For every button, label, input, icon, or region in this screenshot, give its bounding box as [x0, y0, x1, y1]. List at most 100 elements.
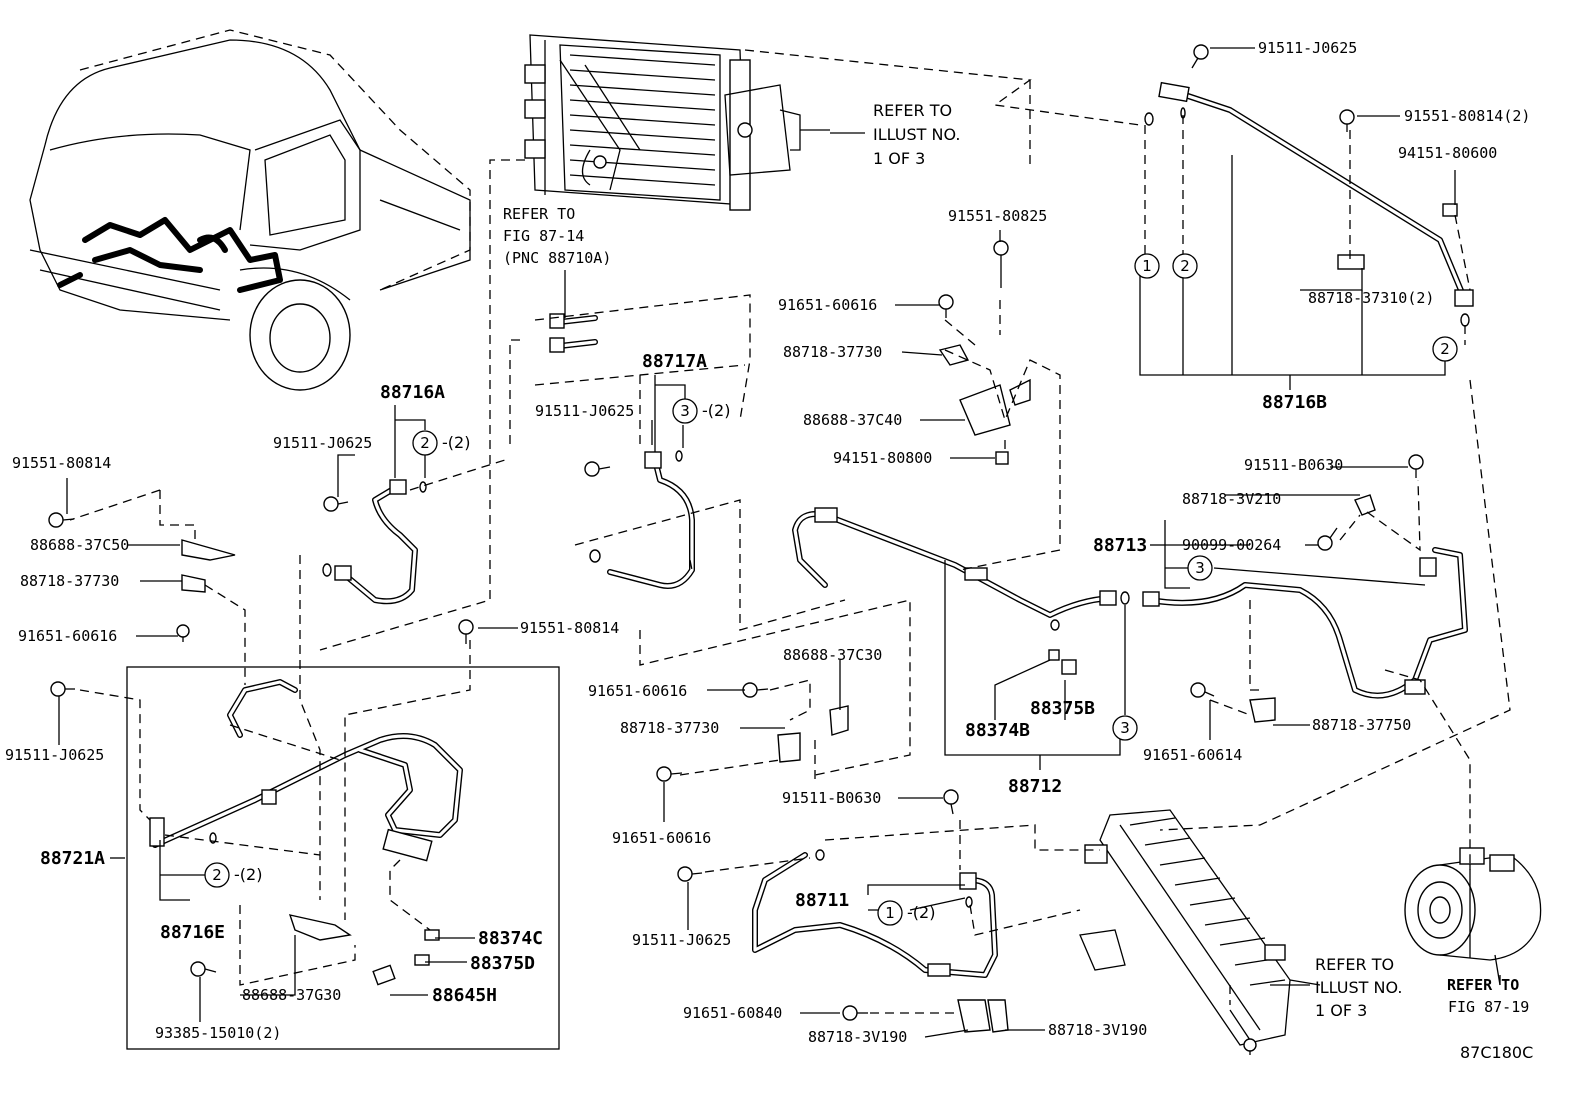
- bolt-icon: [938, 294, 954, 318]
- pipes: [149, 81, 1474, 978]
- part-label-88688-37C40: 88688-37C40: [803, 411, 902, 429]
- callout-1: 1: [1134, 253, 1160, 279]
- condenser-bottom: [1079, 809, 1321, 1055]
- refer-to-fig-87-19: REFER TO FIG 87-19: [1447, 976, 1529, 1016]
- part-label-91551-80814: 91551-80814: [520, 619, 619, 637]
- callout-1: 1: [877, 900, 903, 926]
- leader-lines: [58, 47, 1501, 1038]
- part-label-88688-37G30: 88688-37G30: [242, 986, 341, 1004]
- part-label-91511-J0625: 91511-J0625: [1258, 39, 1357, 57]
- part-label-88375B: 88375B: [1030, 698, 1095, 719]
- bolt-icon: [1339, 109, 1355, 132]
- refer-to-fig-87-14: REFER TO FIG 87-14 (PNC 88710A): [503, 205, 611, 267]
- hardware: [48, 44, 1470, 1033]
- svg-text:1: 1: [885, 904, 895, 922]
- part-label-94151-80800: 94151-80800: [833, 449, 932, 467]
- svg-text:1 OF 3: 1 OF 3: [1315, 1001, 1367, 1020]
- part-label-91511-J0625: 91511-J0625: [535, 402, 634, 420]
- bolt-icon: [323, 496, 349, 512]
- part-label-91511-B0630: 91511-B0630: [1244, 456, 1343, 474]
- svg-text:1: 1: [1142, 257, 1152, 275]
- bolt-icon: [458, 619, 474, 644]
- part-label-88718-37750: 88718-37750: [1312, 716, 1411, 734]
- bolt-icon: [1190, 682, 1215, 698]
- qty-label: -(2): [442, 433, 470, 452]
- part-label-91551-80825: 91551-80825: [948, 207, 1047, 225]
- part-label-88718-3V210: 88718-3V210: [1182, 490, 1281, 508]
- part-label-88718-3V190: 88718-3V190: [1048, 1021, 1147, 1039]
- bolt-icon: [190, 961, 217, 977]
- part-label-94151-80600: 94151-80600: [1398, 144, 1497, 162]
- part-label-88718-37310: 88718-37310(2): [1308, 289, 1434, 307]
- svg-text:2: 2: [1180, 257, 1190, 275]
- callout-2: 2: [1432, 336, 1458, 362]
- bolt-icon: [742, 682, 769, 698]
- svg-text:ILLUST NO.: ILLUST NO.: [1315, 978, 1402, 997]
- part-label-91511-J0625: 91511-J0625: [5, 746, 104, 764]
- qty-label: -(2): [234, 865, 262, 884]
- bolt-icon: [1191, 44, 1209, 69]
- nut-icon: [995, 451, 1009, 465]
- part-label-88721A: 88721A: [40, 848, 105, 869]
- part-label-91651-60614: 91651-60614: [1143, 746, 1242, 764]
- part-label-88718-37730: 88718-37730: [620, 719, 719, 737]
- callout-3: 3: [1187, 555, 1213, 581]
- part-label-88718-37730: 88718-37730: [20, 572, 119, 590]
- bolt-icon: [842, 1005, 868, 1021]
- callout-3: 3: [672, 398, 698, 424]
- bolt-icon: [1408, 454, 1424, 478]
- bolt-icon: [993, 240, 1009, 288]
- part-label-91651-60616: 91651-60616: [18, 627, 117, 645]
- svg-text:ILLUST NO.: ILLUST NO.: [873, 125, 960, 144]
- part-label-88716E: 88716E: [160, 922, 225, 943]
- part-label-88688-37C50: 88688-37C50: [30, 536, 129, 554]
- bolt-icon: [656, 766, 683, 782]
- svg-text:REFER TO: REFER TO: [1315, 955, 1394, 974]
- part-label-88718-37730: 88718-37730: [783, 343, 882, 361]
- part-label-88645H: 88645H: [432, 985, 497, 1006]
- part-label-91651-60616: 91651-60616: [612, 829, 711, 847]
- callout-2: 2: [1172, 253, 1198, 279]
- truck-illustration: [29, 29, 471, 391]
- condenser-top: [524, 34, 830, 211]
- part-label-91511-B0630: 91511-B0630: [782, 789, 881, 807]
- part-label-91551-80814: 91551-80814(2): [1404, 107, 1530, 125]
- svg-text:3: 3: [680, 402, 690, 420]
- part-label-88717A: 88717A: [642, 351, 707, 372]
- svg-text:2: 2: [212, 866, 222, 884]
- bolt-icon: [677, 866, 703, 882]
- reference-lines: [69, 49, 1511, 1014]
- part-label-88374C: 88374C: [478, 928, 543, 949]
- callout-2: 2: [204, 862, 230, 888]
- part-label-88375D: 88375D: [470, 953, 535, 974]
- condenser-bottom-fins: [1129, 817, 1286, 986]
- svg-text:3: 3: [1195, 559, 1205, 577]
- svg-text:REFER TO: REFER TO: [503, 205, 575, 223]
- svg-text:FIG 87-19: FIG 87-19: [1448, 998, 1529, 1016]
- compressor: [1404, 847, 1542, 986]
- qty-label: -(2): [702, 401, 730, 420]
- svg-text:1 OF 3: 1 OF 3: [873, 149, 925, 168]
- part-label-91651-60616: 91651-60616: [588, 682, 687, 700]
- svg-text:3: 3: [1120, 719, 1130, 737]
- bolt-icon: [943, 789, 959, 815]
- part-label-88688-37C30: 88688-37C30: [783, 646, 882, 664]
- svg-text:REFER TO: REFER TO: [1447, 976, 1519, 994]
- part-label-91651-60616: 91651-60616: [778, 296, 877, 314]
- part-label-88711: 88711: [795, 890, 849, 911]
- part-labels: 91511-J0625 91551-80814(2) 94151-80600 8…: [5, 39, 1533, 1062]
- part-label-88712: 88712: [1008, 776, 1062, 797]
- svg-text:(PNC 88710A): (PNC 88710A): [503, 249, 611, 267]
- refer-to-illust-top: REFER TO ILLUST NO. 1 OF 3: [873, 101, 960, 168]
- part-label-88718-3V190: 88718-3V190: [808, 1028, 907, 1046]
- svg-text:REFER TO: REFER TO: [873, 101, 952, 120]
- bolt-icon: [176, 624, 190, 642]
- part-label-91651-60840: 91651-60840: [683, 1004, 782, 1022]
- inset-box-88721A: [126, 666, 560, 1050]
- part-label-88713: 88713: [1093, 535, 1147, 556]
- callouts: 1 2 2 3 -(2) 2 -(2) 3 3 2 -(2) 1 -(2): [204, 253, 1458, 926]
- part-label-93385-15010: 93385-15010(2): [155, 1024, 281, 1042]
- bolt-icon: [48, 512, 75, 528]
- bolt-icon: [584, 461, 611, 477]
